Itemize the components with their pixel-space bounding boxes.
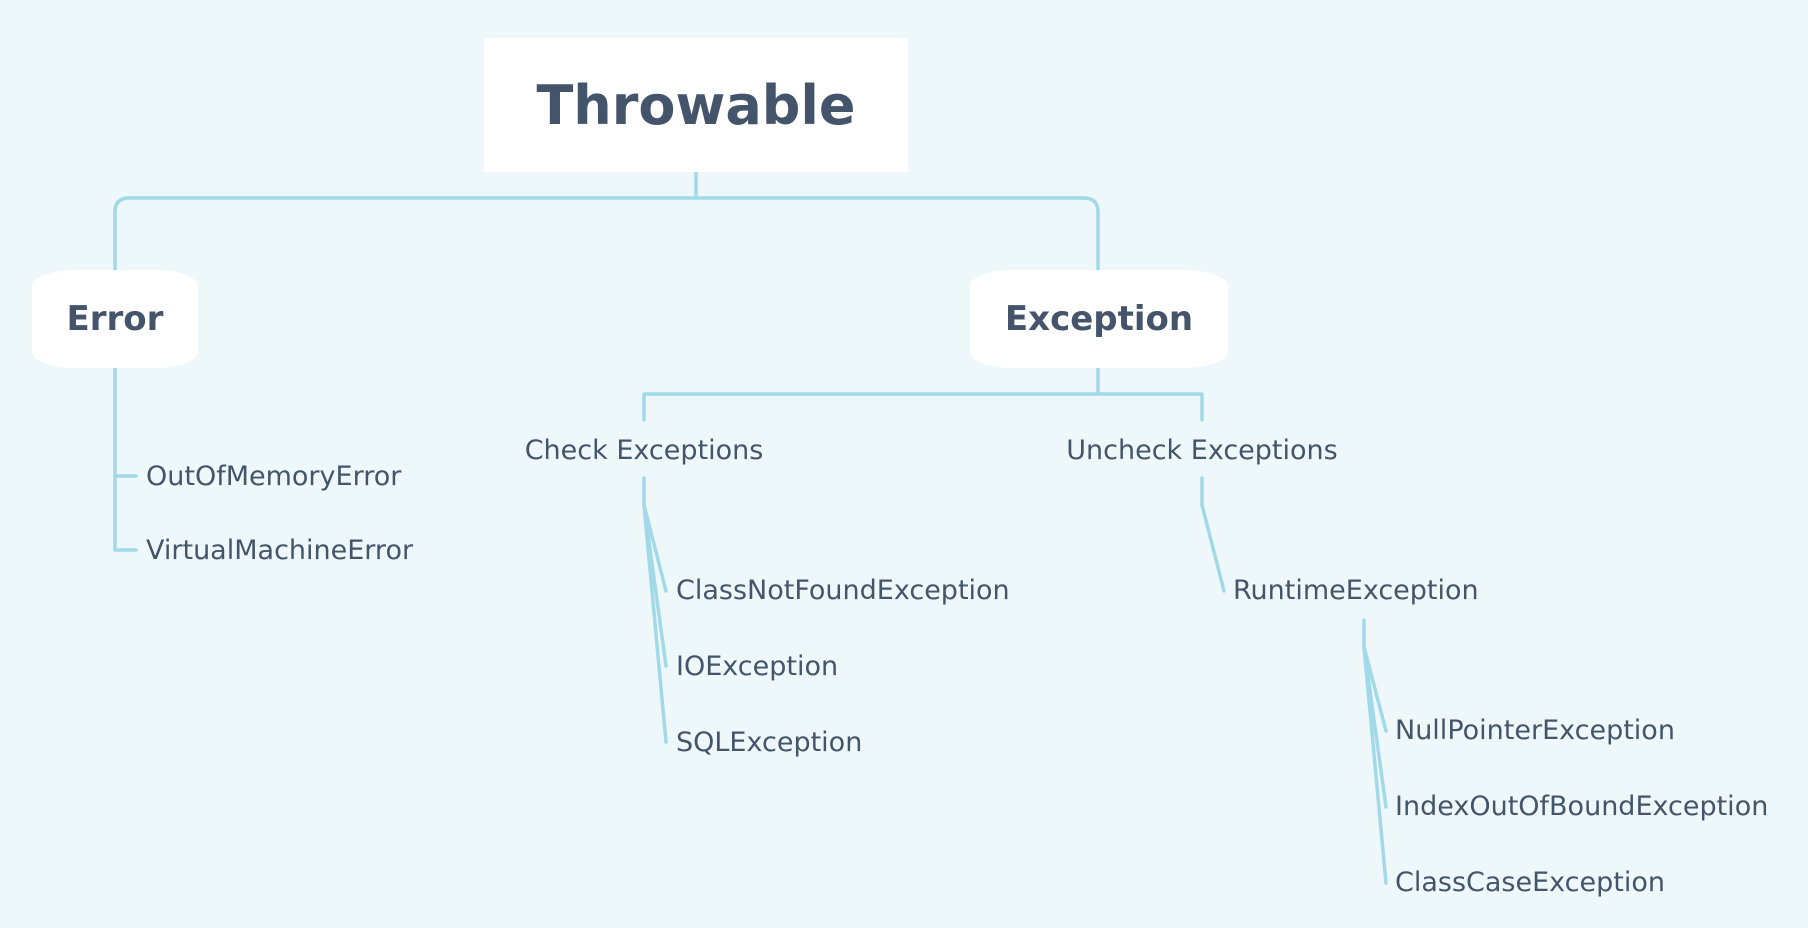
connector-error-children (113, 366, 138, 552)
connector-runtime-children (1362, 618, 1388, 885)
connector-root-bus (113, 170, 1100, 272)
leaf-class-not-found-exception: ClassNotFoundException (676, 574, 1010, 606)
leaf-sql-exception: SQLException (676, 726, 863, 758)
leaf-class-case-exception: ClassCaseException (1395, 866, 1665, 898)
connector-exception-bus (642, 366, 1204, 422)
node-exception: Exception (970, 270, 1228, 368)
connector-uncheck-runtime (1200, 476, 1226, 593)
node-check-exceptions: Check Exceptions (524, 434, 764, 466)
leaf-null-pointer-exception: NullPointerException (1395, 714, 1675, 746)
connector-check-children (642, 476, 668, 744)
leaf-virtual-machine-error: VirtualMachineError (146, 534, 414, 566)
root-node-throwable: Throwable (484, 38, 908, 172)
leaf-io-exception: IOException (676, 650, 839, 682)
node-uncheck-exceptions: Uncheck Exceptions (1066, 434, 1338, 466)
node-runtime-exception: RuntimeException (1233, 574, 1479, 606)
leaf-index-out-of-bound-exception: IndexOutOfBoundException (1395, 790, 1769, 822)
node-error: Error (32, 270, 198, 368)
leaf-out-of-memory-error: OutOfMemoryError (146, 460, 402, 492)
